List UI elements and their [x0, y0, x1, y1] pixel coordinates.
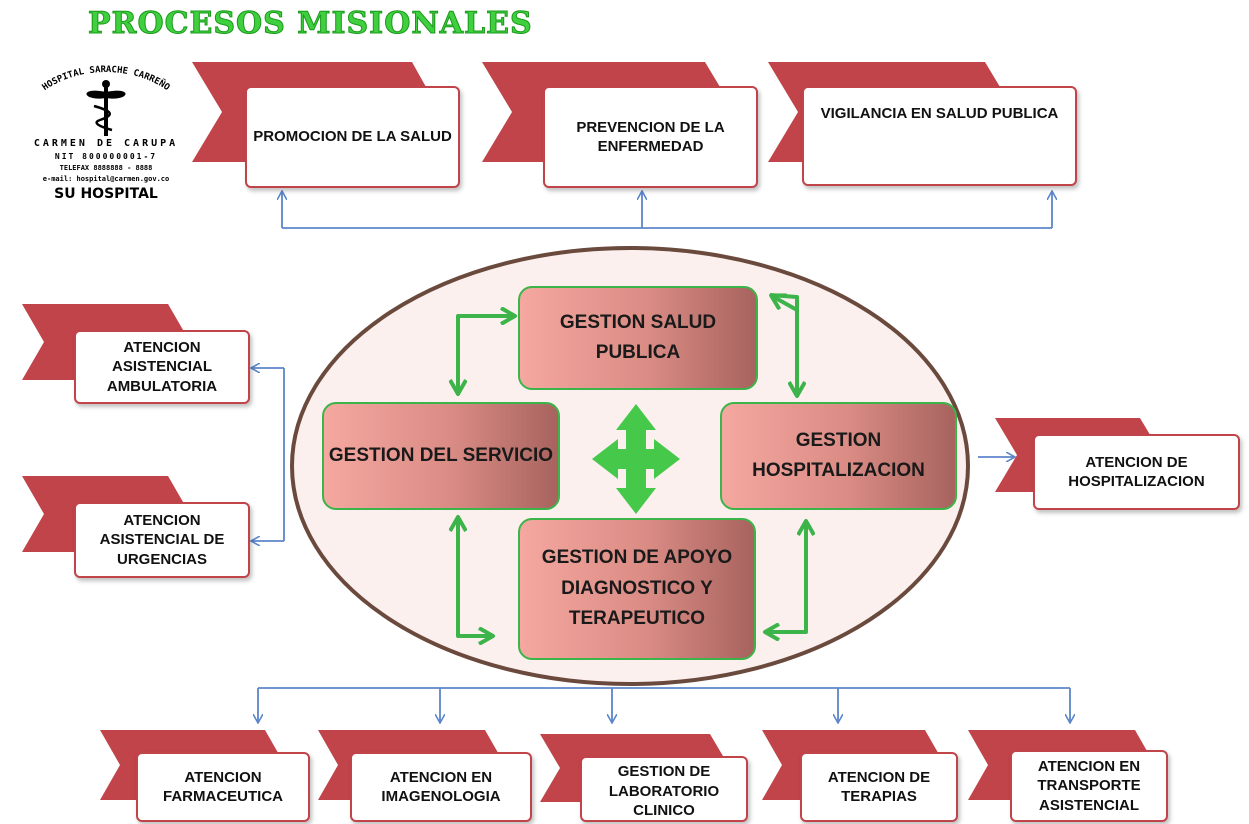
four-way-arrow-icon	[592, 404, 680, 514]
hospital-logo: HOSPITAL SARACHE CARREÑO CARMEN DE CARUP…	[8, 62, 204, 212]
process-left-2[interactable]: ATENCION ASISTENCIAL DE URGENCIAS	[74, 502, 250, 578]
logo-tagline: SU HOSPITAL	[54, 186, 158, 202]
process-bottom-2[interactable]: ATENCION EN IMAGENOLOGIA	[350, 752, 532, 822]
process-top-2[interactable]: PREVENCION DE LA ENFERMEDAD	[543, 86, 758, 188]
logo-line-1: CARMEN DE CARUPA	[33, 138, 179, 149]
process-top-1[interactable]: PROMOCION DE LA SALUD	[245, 86, 460, 188]
blue-connectors	[252, 192, 1070, 722]
logo-line-2: NIT 800000001-7	[54, 152, 158, 161]
process-top-3[interactable]: VIGILANCIA EN SALUD PUBLICA	[802, 86, 1077, 186]
core-gestion-servicio[interactable]: GESTION DEL SERVICIO	[322, 402, 560, 510]
logo-graphic: HOSPITAL SARACHE CARREÑO	[41, 65, 172, 136]
process-left-1[interactable]: ATENCION ASISTENCIAL AMBULATORIA	[74, 330, 250, 404]
core-gestion-apoyo-diagnostico[interactable]: GESTION DE APOYO DIAGNOSTICO Y TERAPEUTI…	[518, 518, 756, 660]
page-title: PROCESOS MISIONALES	[88, 6, 533, 42]
caduceus-icon	[86, 80, 126, 136]
green-connectors	[458, 293, 806, 636]
core-gestion-hospitalizacion[interactable]: GESTION HOSPITALIZACION	[720, 402, 957, 510]
logo-line-3: TELEFAX 8888888 - 8888	[59, 164, 153, 172]
core-gestion-salud-publica[interactable]: GESTION SALUD PUBLICA	[518, 286, 758, 390]
logo-line-4: e-mail: hospital@carmen.gov.co	[42, 175, 170, 183]
process-right-1[interactable]: ATENCION DE HOSPITALIZACION	[1033, 434, 1240, 510]
process-bottom-5[interactable]: ATENCION EN TRANSPORTE ASISTENCIAL	[1010, 750, 1168, 822]
process-bottom-3[interactable]: GESTION DE LABORATORIO CLINICO	[580, 756, 748, 822]
process-bottom-4[interactable]: ATENCION DE TERAPIAS	[800, 752, 958, 822]
process-bottom-1[interactable]: ATENCION FARMACEUTICA	[136, 752, 310, 822]
